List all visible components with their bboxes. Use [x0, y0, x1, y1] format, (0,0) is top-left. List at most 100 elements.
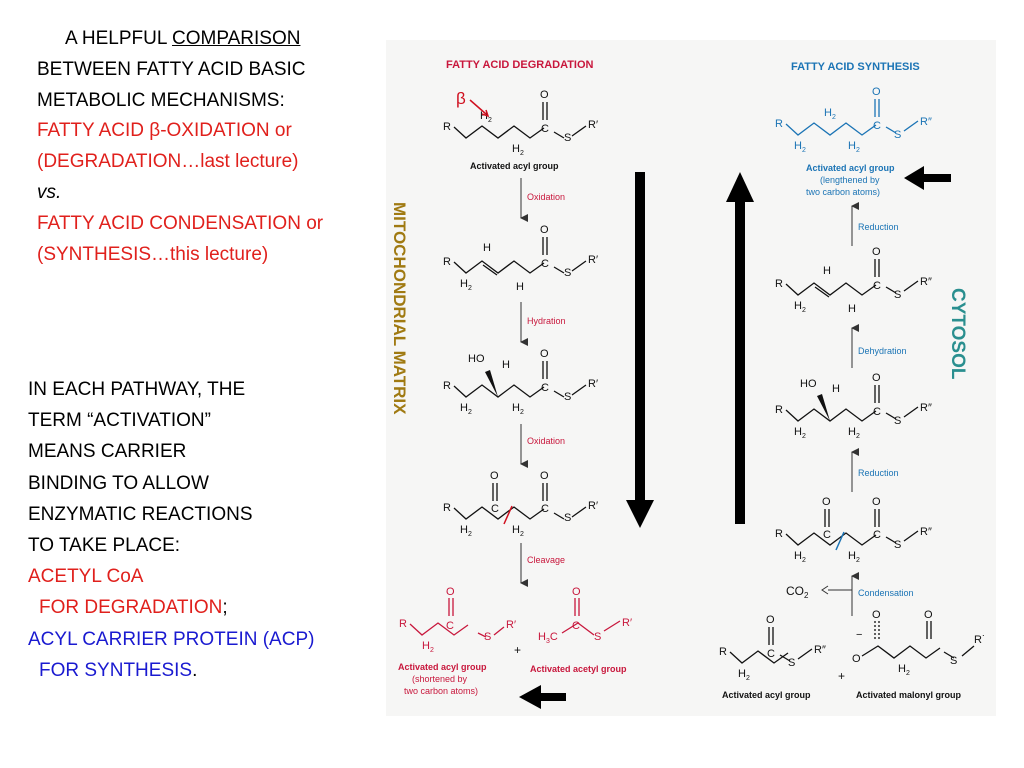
deg2-H2: H: [460, 278, 468, 290]
syn2-H-low: H: [848, 303, 856, 315]
react2-S: S: [950, 655, 957, 667]
syn3-O: O: [872, 372, 881, 384]
react1-S: S: [788, 657, 795, 669]
activation-line-10: FOR SYNTHESIS.: [28, 655, 314, 686]
syn-step-reduction-1: Reduction: [858, 222, 899, 232]
syn4-H2a: H: [794, 550, 802, 562]
deg1-Rprime: R′: [588, 119, 598, 131]
syn3-C: C: [873, 406, 881, 418]
prod2-H3C: H3C: [538, 631, 558, 645]
react1-H2: H: [738, 668, 746, 680]
synthesis-plus: +: [838, 669, 845, 683]
prod2-activated-acetyl-label: Activated acetyl group: [530, 664, 627, 674]
deg-activated-acyl-label: Activated acyl group: [470, 161, 559, 171]
deg2-H2-sub: 2: [468, 285, 472, 292]
synthesis-reactant-malonyl: [861, 621, 975, 659]
for-synthesis: FOR SYNTHESIS: [39, 659, 193, 681]
react2-O-left: O: [852, 653, 861, 665]
activation-line-7: ACETYL CoA: [28, 566, 144, 588]
syn2-H2-sub: 2: [802, 307, 806, 314]
deg1-S: S: [564, 132, 571, 144]
deg2-C: C: [541, 258, 549, 270]
prod1-shortened-line2: two carbon atoms): [404, 686, 478, 696]
degradation-molecule-2: [453, 237, 548, 276]
deg4-Rprime: R′: [588, 500, 598, 512]
syn4-O2: O: [872, 496, 881, 508]
syn2-S: S: [894, 289, 901, 301]
degradation-direction-arrow: [626, 172, 654, 528]
syn-step-dehydration: Dehydration: [858, 346, 907, 356]
deg1-H2b: H: [512, 143, 520, 155]
react2-O-top2: O: [924, 609, 933, 621]
react2-O-top: O: [872, 609, 881, 621]
comparison-underlined: COMPARISON: [172, 28, 301, 49]
prod2-S: S: [594, 631, 601, 643]
deg-step-oxidation-1: Oxidation: [527, 192, 565, 202]
intro-line-7: FATTY ACID CONDENSATION or: [37, 212, 324, 234]
deg3-H: H: [502, 359, 510, 371]
react1-activated-acyl-label: Activated acyl group: [722, 690, 811, 700]
deg-step-cleavage: Cleavage: [527, 555, 565, 565]
syn-top-H2a: H: [794, 140, 802, 152]
syn-top-H2a-sub: 2: [802, 147, 806, 154]
prod1-C: C: [446, 620, 454, 632]
diagram-background: [386, 40, 996, 716]
activation-line-9: ACYL CARRIER PROTEIN (ACP): [28, 628, 315, 650]
intro-heading-prefix: A HELPFUL: [65, 28, 173, 49]
deg4-S: S: [564, 512, 571, 524]
syn4-O1: O: [822, 496, 831, 508]
deg3-wedge: [485, 370, 498, 397]
line10-suffix: .: [192, 659, 198, 681]
syn-top-H2c-sub: 2: [856, 147, 860, 154]
deg4-S-bonds: [553, 506, 587, 520]
react1-H2-sub: 2: [746, 675, 750, 682]
synthesis-molecule-2: [785, 259, 919, 298]
deg2-Rprime: R′: [588, 254, 598, 266]
intro-line-4: FATTY ACID β-OXIDATION or: [37, 120, 292, 142]
syn4-H2a-sub: 2: [802, 557, 806, 564]
react2-minus: −: [856, 629, 862, 641]
deg1-H2: H: [480, 110, 488, 122]
degradation-molecule-1: [453, 102, 548, 139]
deg4-H2b-sub: 2: [520, 531, 524, 538]
syn-top-H2c: H: [848, 140, 856, 152]
synthesis-reactant-acyl: [729, 627, 813, 664]
co2-label: CO2: [786, 584, 809, 600]
mitochondrial-matrix-label: MITOCHONDRIAL MATRIX: [390, 202, 409, 415]
intro-line-2: BETWEEN FATTY ACID BASIC: [37, 58, 306, 80]
deg2-S-bonds: [553, 260, 587, 274]
intro-line-5: (DEGRADATION…last lecture): [37, 151, 299, 173]
syn-top-H2b-sub: 2: [832, 114, 836, 121]
prod1-O: O: [446, 586, 455, 598]
deg2-H-low: H: [516, 281, 524, 293]
syn4-H2b-sub: 2: [856, 557, 860, 564]
syn3-HO: HO: [800, 378, 817, 390]
beta-pointer-head: [481, 109, 490, 118]
deg3-H2b: H: [512, 402, 520, 414]
prod1-shortened-line1: (shortened by: [412, 674, 468, 684]
prod1-H2: H: [422, 640, 430, 652]
activation-line-6: TO TAKE PLACE:: [28, 535, 181, 557]
synthesis-direction-arrow: [726, 172, 754, 524]
activation-line-8: FOR DEGRADATION;: [28, 592, 314, 623]
deg3-R: R: [443, 380, 451, 392]
activation-line-5: ENZYMATIC REACTIONS: [28, 503, 253, 525]
syn3-H2a-sub: 2: [802, 433, 806, 440]
syn4-condensation-mark: [835, 531, 845, 551]
syn-top-Rdouble: R″: [920, 116, 932, 128]
syn4-Rdouble: R″: [920, 526, 932, 538]
deg3-O: O: [540, 348, 549, 360]
react2-activated-malonyl-label: Activated malonyl group: [856, 690, 962, 700]
deg1-S-bonds: [553, 125, 587, 139]
deg3-H2: H: [460, 402, 468, 414]
deg1-C: C: [541, 123, 549, 135]
syn-top-S: S: [894, 129, 901, 141]
deg2-H: H: [483, 242, 491, 254]
syn3-R: R: [775, 404, 783, 416]
beta-pointer: [469, 99, 487, 115]
prod1-activated-acyl-label: Activated acyl group: [398, 662, 487, 672]
fatty-acid-pathway-diagram: FATTY ACID DEGRADATION FATTY ACID SYNTHE…: [386, 40, 996, 716]
syn2-R: R: [775, 278, 783, 290]
deg3-S-bonds: [553, 384, 587, 398]
activation-text: IN EACH PATHWAY, THE TERM “ACTIVATION” M…: [28, 374, 314, 686]
